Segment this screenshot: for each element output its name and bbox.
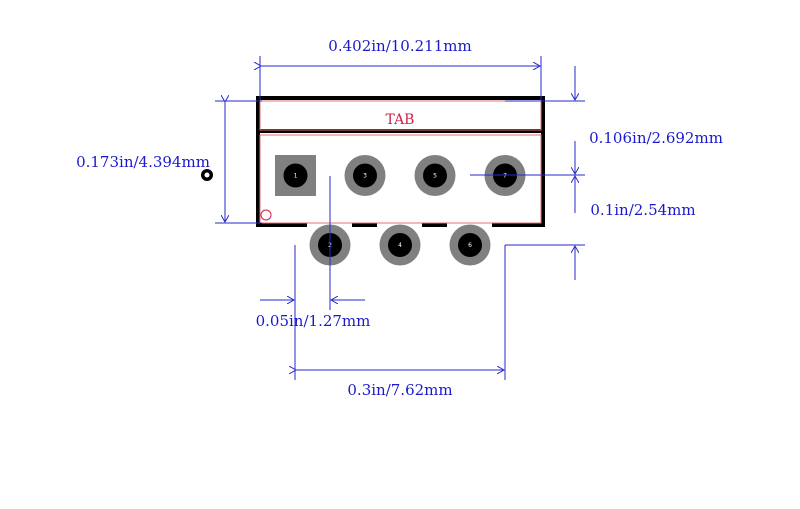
pad-label: 3 — [363, 173, 367, 180]
dim-pin-pitch: 0.05in/1.27mm — [256, 176, 371, 380]
dim-tab-height-label: 0.106in/2.692mm — [589, 129, 723, 147]
dim-pin-pitch-label: 0.05in/1.27mm — [256, 312, 371, 330]
dim-height: 0.173in/4.394mm — [76, 101, 262, 224]
dim-width: 0.402in/10.211mm — [260, 37, 542, 100]
pin1-indicator-icon — [260, 209, 272, 221]
pad-6: 6 — [449, 224, 491, 266]
pad-1: 1 — [275, 155, 316, 196]
dim-height-label: 0.173in/4.394mm — [76, 153, 210, 171]
pad-label: 7 — [503, 173, 507, 180]
package-outline — [256, 96, 545, 227]
origin-marker-icon — [201, 169, 213, 181]
pad-5: 5 — [414, 155, 456, 196]
dim-span-label: 0.3in/7.62mm — [347, 381, 452, 399]
pad-label: 6 — [468, 242, 472, 249]
dim-row-pitch: 0.1in/2.54mm — [504, 167, 696, 380]
pad-4: 4 — [379, 224, 421, 266]
dim-tab-height: 0.106in/2.692mm — [470, 66, 723, 176]
dim-width-label: 0.402in/10.211mm — [328, 37, 471, 55]
dim-span: 0.3in/7.62mm — [296, 370, 504, 399]
pad-label: 5 — [433, 173, 437, 180]
pad-label: 1 — [294, 173, 298, 180]
tab-label: TAB — [386, 112, 415, 128]
pad-3: 3 — [344, 155, 386, 196]
pad-label: 4 — [398, 242, 402, 249]
dim-row-pitch-label: 0.1in/2.54mm — [590, 201, 695, 219]
courtyard-outline — [259, 100, 542, 224]
